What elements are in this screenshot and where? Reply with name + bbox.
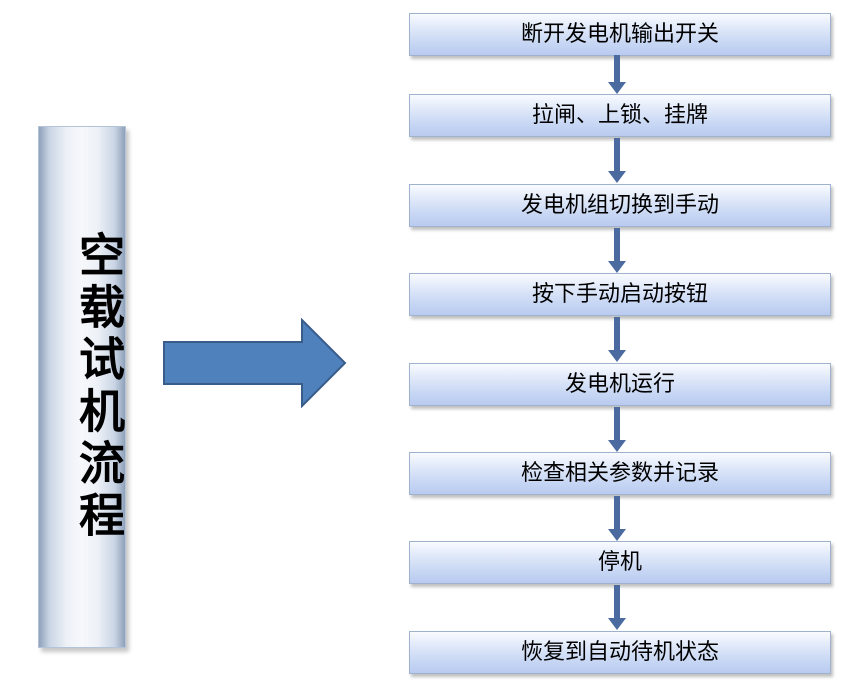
flow-step-4: 按下手动启动按钮: [409, 273, 831, 316]
flow-step-4-label: 按下手动启动按钮: [531, 282, 708, 307]
connector-arrow-icon: [608, 138, 626, 183]
flow-step-7-label: 停机: [597, 550, 642, 575]
flow-step-2-label: 拉闸、上锁、挂牌: [531, 103, 708, 128]
connector-arrow-icon: [608, 317, 626, 362]
process-title-bar: 空载试机流程: [38, 126, 126, 648]
flow-step-1: 断开发电机输出开关: [409, 13, 831, 56]
connector-arrow-icon: [608, 496, 626, 541]
connector-arrow-icon: [608, 585, 626, 630]
flow-step-6: 检查相关参数并记录: [409, 452, 831, 495]
connector-arrow-icon: [608, 228, 626, 273]
flow-step-1-label: 断开发电机输出开关: [520, 22, 719, 47]
flow-step-8-label: 恢复到自动待机状态: [520, 640, 719, 665]
flow-step-6-label: 检查相关参数并记录: [520, 461, 719, 486]
process-title: 空载试机流程: [72, 231, 126, 543]
flow-step-3: 发电机组切换到手动: [409, 184, 831, 227]
flow-step-5: 发电机运行: [409, 363, 831, 406]
connector-arrow-icon: [608, 407, 626, 452]
flow-step-2: 拉闸、上锁、挂牌: [409, 94, 831, 137]
flow-step-8: 恢复到自动待机状态: [409, 631, 831, 674]
flow-step-5-label: 发电机运行: [564, 372, 675, 397]
right-arrow-icon: [163, 318, 347, 408]
flow-step-7: 停机: [409, 541, 831, 584]
connector-arrow-icon: [608, 55, 626, 94]
flow-step-3-label: 发电机组切换到手动: [520, 193, 719, 218]
